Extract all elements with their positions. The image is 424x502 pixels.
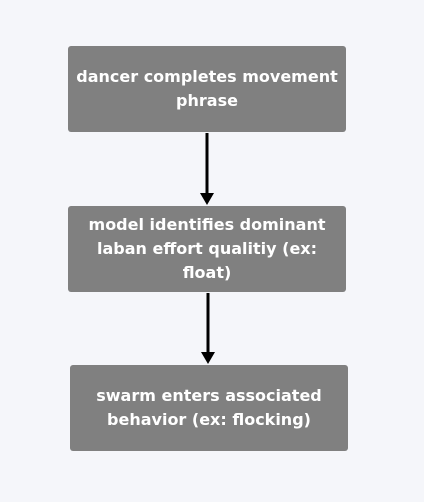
step-dancer-completes-phrase: dancer completes movement phrase: [68, 46, 346, 132]
arrow-step1-to-step2: [200, 133, 214, 205]
step-model-identifies-effort: model identifies dominant laban effort q…: [68, 206, 346, 292]
step-swarm-enters-behavior: swarm enters associated behavior (ex: fl…: [70, 365, 348, 451]
step-label: swarm enters associated behavior (ex: fl…: [96, 386, 322, 429]
step-label: dancer completes movement phrase: [76, 67, 338, 110]
arrow-step2-to-step3: [201, 293, 215, 364]
step-label: model identifies dominant laban effort q…: [88, 215, 326, 282]
